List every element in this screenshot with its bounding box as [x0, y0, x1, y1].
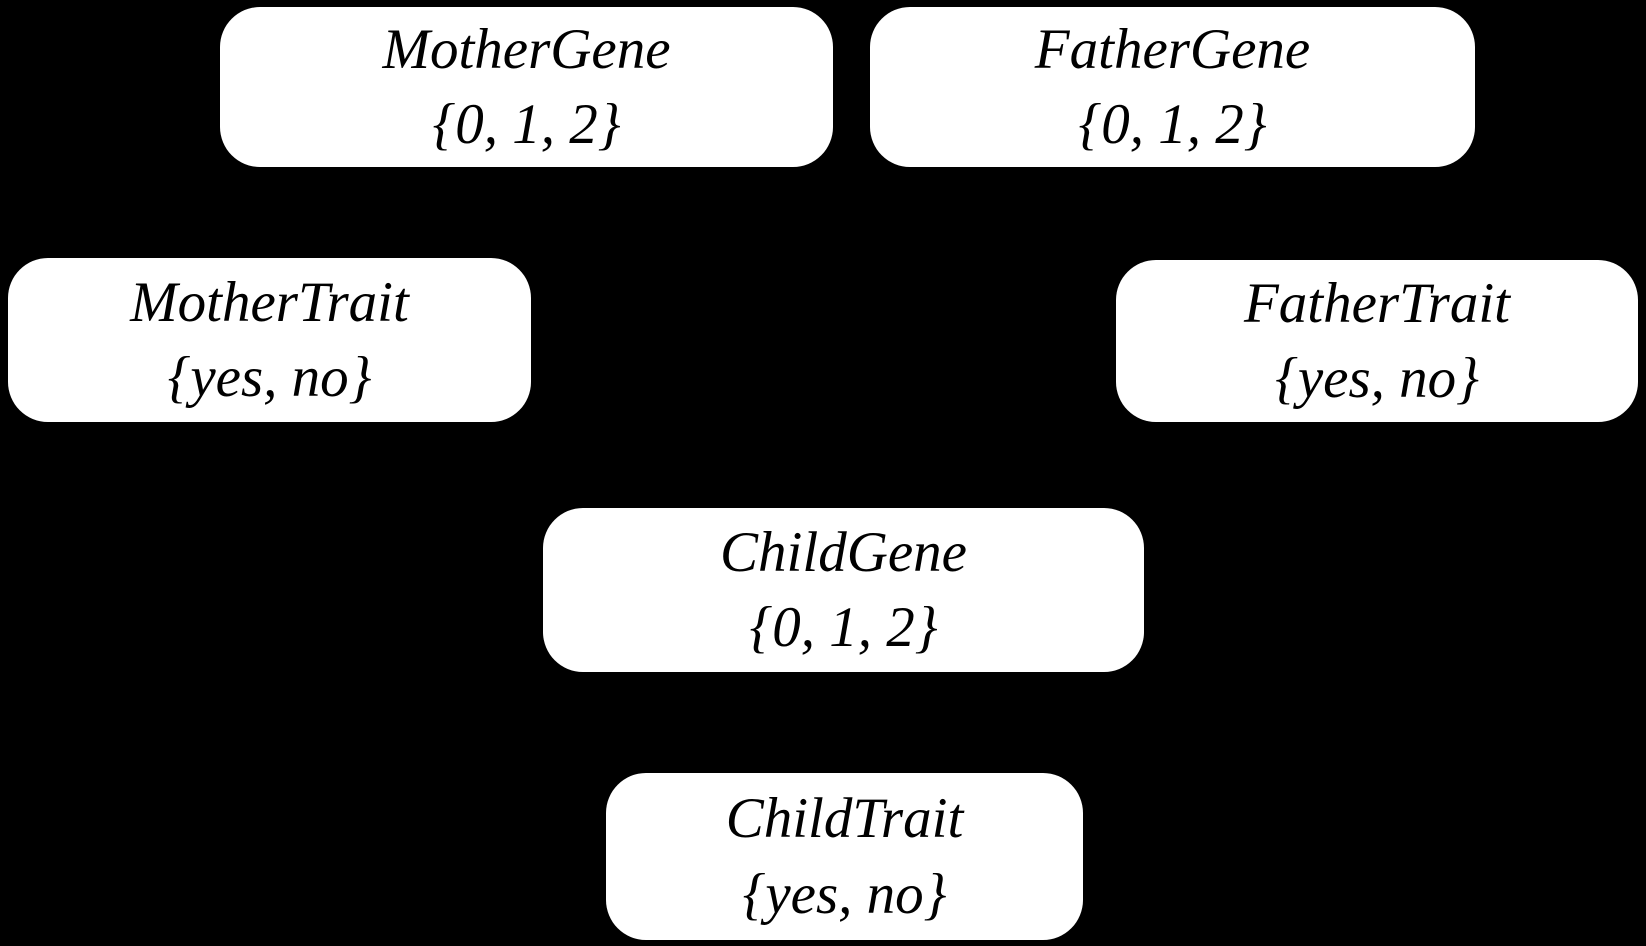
- node-mother-trait: MotherTrait {yes, no}: [8, 258, 531, 422]
- node-mother-gene-values: {0, 1, 2}: [432, 93, 621, 156]
- node-father-gene: FatherGene {0, 1, 2}: [870, 7, 1475, 167]
- node-child-gene-values: {0, 1, 2}: [749, 596, 938, 659]
- node-child-trait-values: {yes, no}: [742, 862, 947, 926]
- node-father-gene-label: FatherGene: [1034, 17, 1311, 81]
- node-father-trait: FatherTrait {yes, no}: [1116, 260, 1638, 422]
- node-mother-trait-label: MotherTrait: [130, 270, 409, 334]
- node-child-trait: ChildTrait {yes, no}: [606, 773, 1083, 940]
- node-father-trait-label: FatherTrait: [1243, 271, 1511, 335]
- node-mother-gene: MotherGene {0, 1, 2}: [220, 7, 833, 167]
- node-father-gene-values: {0, 1, 2}: [1078, 93, 1267, 156]
- node-child-gene-label: ChildGene: [720, 520, 967, 584]
- node-mother-gene-label: MotherGene: [382, 17, 671, 81]
- node-child-trait-label: ChildTrait: [725, 787, 964, 851]
- node-mother-trait-values: {yes, no}: [167, 346, 372, 409]
- node-father-trait-values: {yes, no}: [1275, 347, 1479, 410]
- node-child-gene: ChildGene {0, 1, 2}: [543, 508, 1144, 672]
